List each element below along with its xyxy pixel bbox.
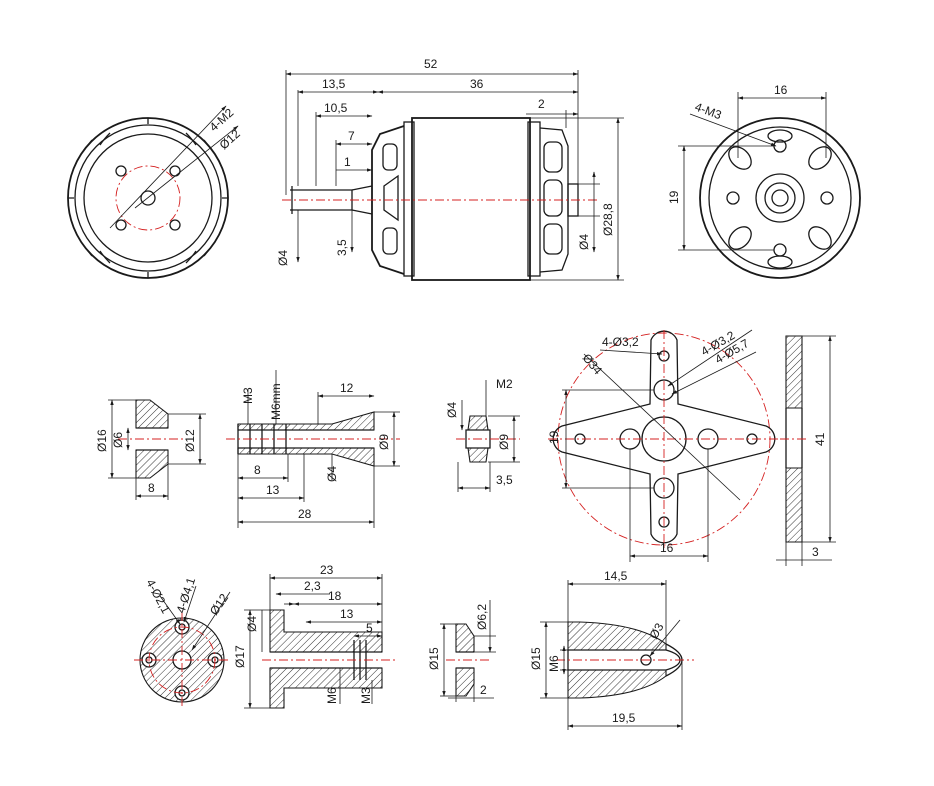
motor-front-view: 4-M2 Ø12 <box>67 105 243 279</box>
adapter-d9: Ø9 <box>377 434 391 450</box>
xmount-circle: Ø34 <box>580 351 606 378</box>
dim-rear-d: Ø4 <box>577 234 591 250</box>
spinner-m6: M6 <box>547 655 561 672</box>
hub-holes-large: 4-Ø4,1 <box>174 575 199 615</box>
xmount-h: 19 <box>547 430 561 444</box>
nut-outer: Ø9 <box>497 434 511 450</box>
x-mount: Ø34 4-Ø3,2 4-Ø3,2 4-Ø5,7 19 16 41 3 <box>547 328 836 566</box>
hub-front-view: 4-Ø2,1 4-Ø4,1 Ø12 <box>134 575 231 708</box>
collet-length: 8 <box>148 481 155 495</box>
dim-shaft-10: 10,5 <box>324 101 348 115</box>
hub-l13: 13 <box>340 607 354 621</box>
dim-rear-2: 2 <box>538 97 545 111</box>
motor-back-view: 16 19 4-M3 <box>667 83 861 279</box>
front-fins <box>68 118 228 278</box>
back-width: 16 <box>774 83 788 97</box>
nut-thread: M2 <box>496 377 513 391</box>
hub-l2-3: 2,3 <box>304 579 321 593</box>
hub-d17: Ø17 <box>233 645 247 668</box>
back-height: 19 <box>667 190 681 204</box>
hub-l18: 18 <box>328 589 342 603</box>
adapter-m6: M6mm <box>269 383 283 420</box>
washer-t: 2 <box>480 683 487 697</box>
nut-bore: Ø4 <box>445 402 459 418</box>
nut-width: 3,5 <box>496 473 513 487</box>
adapter-taper: 12 <box>340 381 354 395</box>
hub-holes-small: 4-Ø2,1 <box>143 577 173 616</box>
xmount-side-t: 3 <box>812 545 819 559</box>
spinner-l14-5: 14,5 <box>604 569 628 583</box>
back-slots <box>728 129 832 269</box>
washer-part: Ø6,2 Ø15 2 <box>427 600 496 702</box>
dim-shaft-d: Ø4 <box>276 250 290 266</box>
adapter-m3: M3 <box>241 387 255 404</box>
front-pcd-label: Ø12 <box>217 126 243 152</box>
adapter-l13: 13 <box>266 483 280 497</box>
washer-d15: Ø15 <box>427 647 441 670</box>
dim-shaft-1: 1 <box>344 155 351 169</box>
collet-outer: Ø16 <box>95 429 109 452</box>
dim-shaft-ext: 13,5 <box>322 77 346 91</box>
hub-d4: Ø4 <box>245 616 259 632</box>
xmount-w: 16 <box>660 541 674 555</box>
hub-m3: M3 <box>359 687 373 704</box>
spinner-d15: Ø15 <box>529 647 543 670</box>
collet-front: Ø12 <box>183 429 197 452</box>
adapter-l8: 8 <box>254 463 261 477</box>
dim-shaft-7: 7 <box>348 129 355 143</box>
prop-adapter: M3 M6mm 12 Ø9 Ø4 8 13 28 <box>226 370 400 528</box>
collet-part: Ø16 Ø6 Ø12 8 <box>95 399 206 500</box>
spinner-l19-5: 19,5 <box>612 711 636 725</box>
adapter-d4: Ø4 <box>325 466 339 482</box>
collet-bore: Ø6 <box>111 432 125 448</box>
dim-body: 36 <box>470 77 484 91</box>
dim-overall: 52 <box>424 57 438 71</box>
hub-l5: 5 <box>366 621 373 635</box>
motor-side-view: 52 36 13,5 10,5 7 1 2 Ø4 3,5 Ø4 Ø28,8 <box>276 57 624 281</box>
washer-d6-2: Ø6,2 <box>475 604 489 630</box>
dim-shaft-flat: 3,5 <box>335 239 349 256</box>
hub-l23: 23 <box>320 563 334 577</box>
back-holes-label: 4-M3 <box>693 100 724 123</box>
nut-part: M2 Ø4 Ø9 3,5 <box>445 377 520 492</box>
xmount-side-h: 41 <box>813 432 827 446</box>
spinner-part: 14,5 Ø3 Ø15 M6 19,5 <box>529 569 694 730</box>
dim-body-d: Ø28,8 <box>601 203 615 236</box>
hub-m6: M6 <box>325 687 339 704</box>
xmount-holes-small: 4-Ø3,2 <box>602 335 639 349</box>
hub-side-view: 23 2,3 18 13 5 Ø4 Ø17 M6 M3 <box>233 563 396 709</box>
adapter-l28: 28 <box>298 507 312 521</box>
